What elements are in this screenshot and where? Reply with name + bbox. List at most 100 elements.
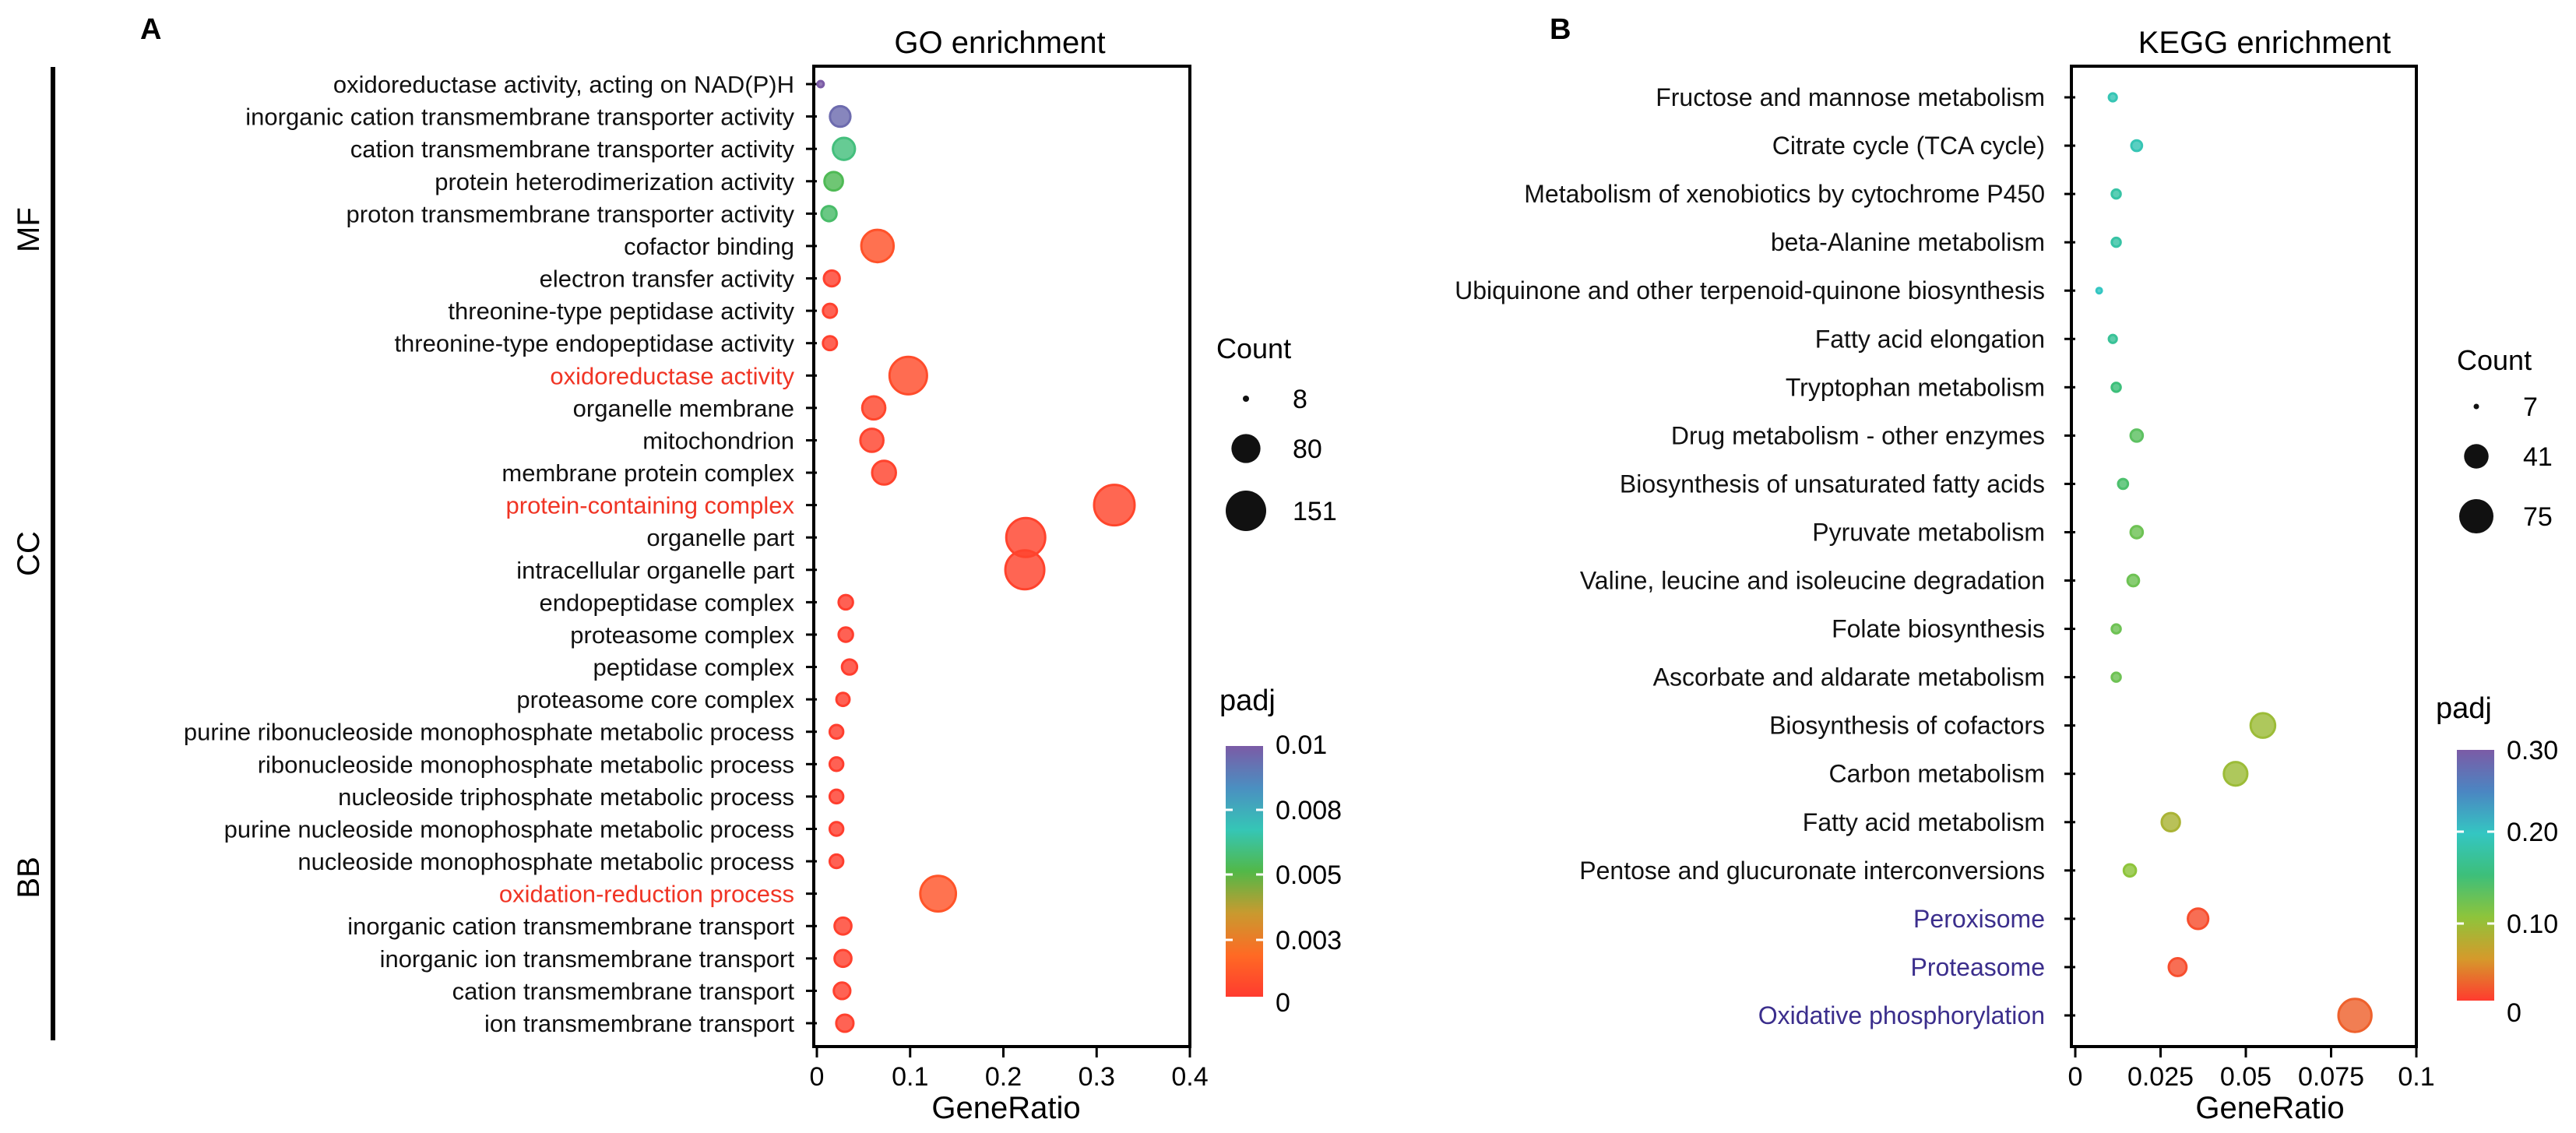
go-bubble (888, 355, 928, 396)
kegg-term-label: Proteasome (1910, 953, 2045, 981)
kegg-x-tick-label: 0 (2068, 1062, 2083, 1092)
kegg-size-legend-label: 75 (2523, 502, 2553, 532)
kegg-bubble (2249, 712, 2277, 739)
kegg-term-label: Fructose and mannose metabolism (1656, 83, 2045, 111)
kegg-colorbar (2457, 750, 2494, 1001)
go-bubble (1004, 549, 1046, 591)
kegg-term-label: Valine, leucine and isoleucine degradati… (1580, 567, 2045, 595)
kegg-term-label: Ubiquinone and other terpenoid-quinone b… (1455, 276, 2045, 304)
go-bubble (822, 302, 839, 319)
go-size-legend-dot (1226, 491, 1266, 531)
go-term-label: cofactor binding (624, 233, 794, 260)
kegg-bubble (2222, 761, 2249, 787)
go-group-label: BB (12, 857, 46, 898)
kegg-bubble (2107, 92, 2118, 103)
kegg-term-label: beta-Alanine metabolism (1771, 228, 2045, 256)
go-bubbles (816, 79, 1136, 1033)
kegg-size-legend-label: 7 (2523, 392, 2538, 422)
go-term-label: electron transfer activity (540, 266, 795, 293)
kegg-enrichment-panel: B KEGG enrichment Fructose and mannose m… (1455, 13, 2558, 1125)
kegg-term-label: Pentose and glucuronate interconversions (1579, 857, 2045, 885)
kegg-plot-frame (2070, 65, 2418, 1048)
go-colorbar-label: 0.008 (1276, 796, 1342, 825)
go-term-label: proteasome core complex (516, 686, 794, 713)
go-x-tick-label: 0.1 (892, 1062, 928, 1092)
kegg-colorbar-label: 0.10 (2507, 910, 2558, 939)
go-colorbar-label: 0 (1276, 988, 1290, 1018)
kegg-chart-title: KEGG enrichment (2138, 26, 2391, 60)
go-bubble (832, 981, 852, 1001)
go-colorbar (1226, 746, 1263, 997)
kegg-term-label: Metabolism of xenobiotics by cytochrome … (1524, 180, 2045, 208)
go-bubble (828, 853, 845, 870)
go-term-label: peptidase complex (593, 654, 795, 681)
go-size-legend-dot (1231, 434, 1261, 463)
kegg-bubble (2129, 428, 2145, 443)
kegg-term-label: Citrate cycle (TCA cycle) (1772, 132, 2045, 160)
kegg-x-tick-label: 0.075 (2298, 1062, 2364, 1092)
go-bubble (822, 335, 839, 352)
kegg-term-label: Ascorbate and aldarate metabolism (1653, 663, 2045, 691)
kegg-bubble (2110, 671, 2122, 683)
go-color-legend-title: padj (1219, 684, 1276, 717)
kegg-size-legend-dot (2459, 499, 2493, 533)
go-size-legend-label: 151 (1293, 497, 1337, 526)
kegg-term-label: Biosynthesis of cofactors (1769, 712, 2045, 740)
go-bubble (1093, 484, 1136, 527)
kegg-bubble (2110, 623, 2122, 635)
kegg-bubble (2167, 957, 2188, 977)
kegg-bubble (2187, 907, 2210, 931)
kegg-term-label: Oxidative phosphorylation (1758, 1001, 2045, 1029)
kegg-term-label: Peroxisome (1913, 905, 2045, 933)
kegg-x-tick-label: 0.1 (2398, 1062, 2434, 1092)
go-term-label: oxidoreductase activity (550, 362, 794, 389)
go-bubble (822, 269, 841, 288)
go-bubble (833, 948, 853, 969)
kegg-bubble (2107, 333, 2118, 344)
kegg-colorbar-label: 0.20 (2507, 818, 2558, 847)
go-term-label: ribonucleoside monophosphate metabolic p… (258, 751, 794, 778)
go-term-label: organelle part (646, 524, 794, 551)
go-term-label: endopeptidase complex (540, 589, 795, 616)
go-x-tick-label: 0.2 (985, 1062, 1022, 1092)
kegg-term-label: Fatty acid metabolism (1803, 808, 2045, 836)
go-term-label: cation transmembrane transporter activit… (350, 135, 795, 163)
go-term-label: inorganic cation transmembrane transport… (245, 104, 794, 131)
kegg-term-label: Biosynthesis of unsaturated fatty acids (1620, 470, 2045, 498)
kegg-colorbar-label: 0 (2507, 998, 2521, 1028)
go-term-label: organelle membrane (573, 395, 794, 422)
go-category-brackets: MF CC BB (12, 67, 55, 1040)
go-term-label: proton transmembrane transporter activit… (347, 200, 795, 227)
go-term-label: nucleoside monophosphate metabolic proce… (297, 848, 794, 875)
go-chart-title: GO enrichment (894, 26, 1105, 60)
go-group-label: CC (12, 531, 46, 576)
kegg-term-label: Drug metabolism - other enzymes (1671, 421, 2045, 449)
go-term-label: protein heterodimerization activity (435, 168, 794, 195)
kegg-bubble (2126, 573, 2141, 588)
kegg-y-ticks (2064, 96, 2075, 1017)
go-plot-frame (812, 65, 1191, 1048)
go-term-label: protein-containing complex (506, 492, 795, 519)
go-bubble (919, 874, 958, 913)
go-term-label: threonine-type endopeptidase activity (394, 330, 794, 357)
kegg-color-legend: padj 0.300.200.100 (2436, 692, 2558, 1028)
kegg-bubble (2110, 188, 2122, 200)
go-bubble (833, 916, 853, 936)
go-term-label: inorganic ion transmembrane transport (380, 945, 795, 973)
kegg-bubble (2160, 811, 2181, 832)
go-x-tick-label: 0.4 (1171, 1062, 1208, 1092)
go-term-label: membrane protein complex (501, 459, 794, 487)
kegg-size-legend-dot (2464, 444, 2489, 469)
kegg-size-legend-title: Count (2457, 344, 2532, 376)
go-bubble (837, 626, 854, 643)
go-bubble (828, 788, 845, 805)
go-group-label: MF (12, 207, 46, 252)
go-size-legend-label: 8 (1293, 385, 1307, 414)
kegg-size-legend-dot (2473, 403, 2479, 410)
